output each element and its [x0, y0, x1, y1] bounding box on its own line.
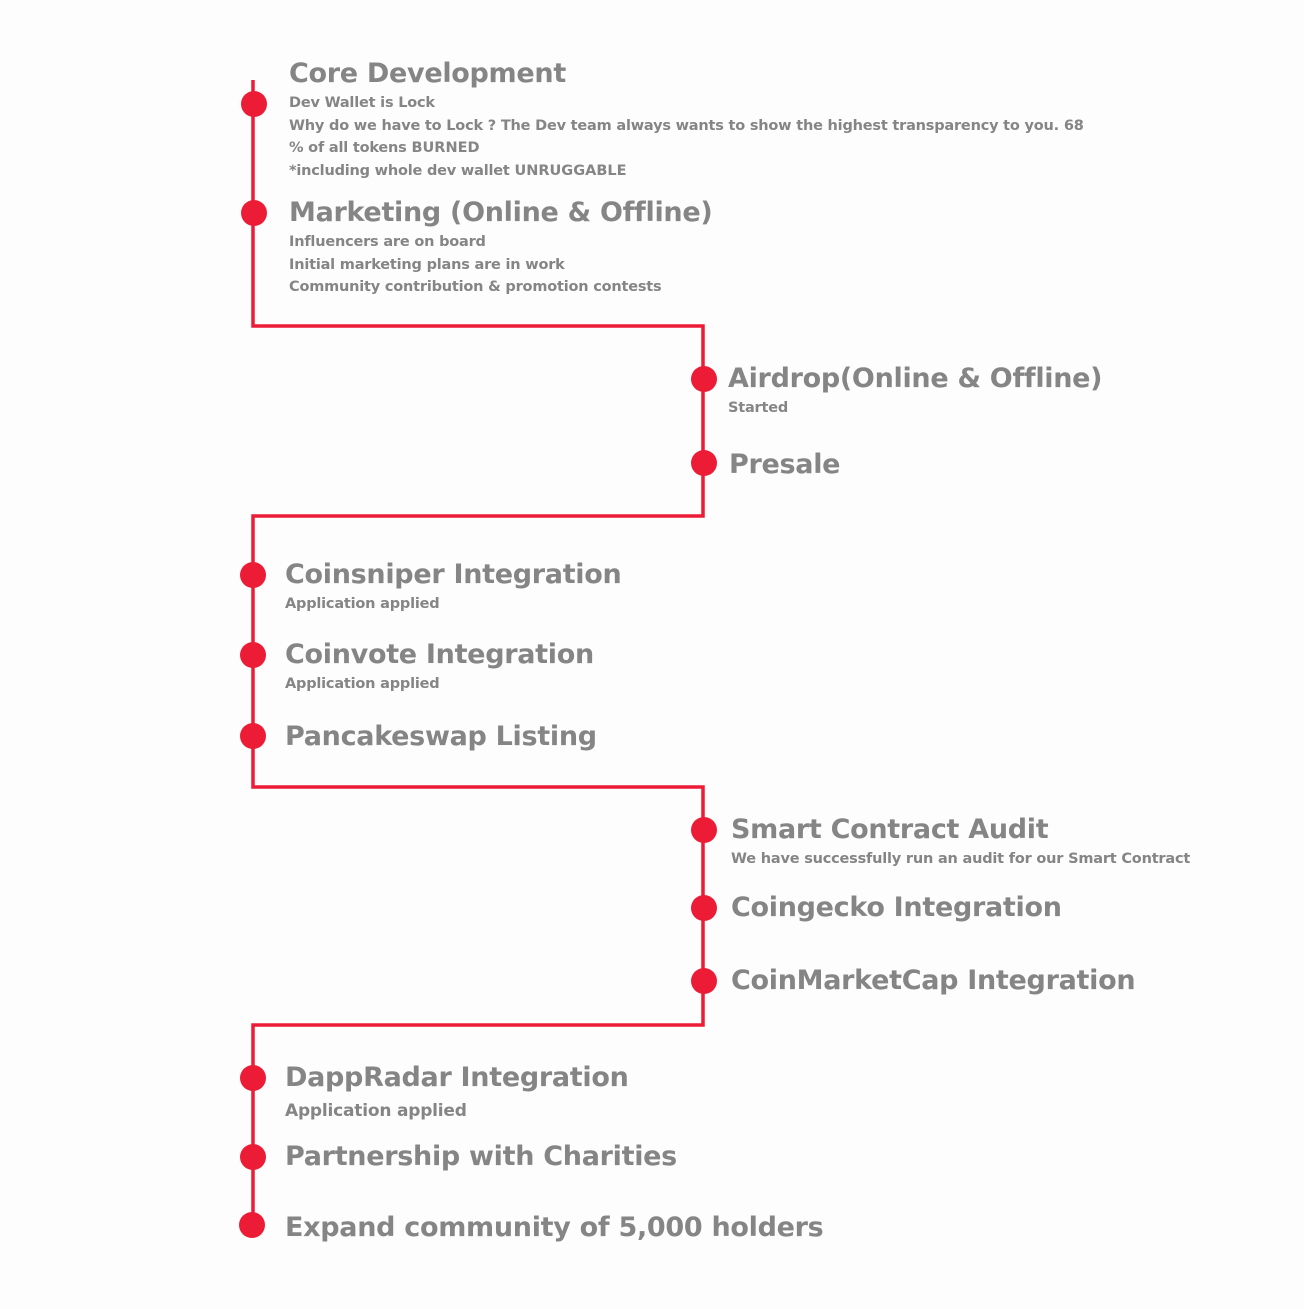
- milestone-details: Application applied: [285, 1100, 629, 1123]
- milestone-details: Influencers are on board Initial marketi…: [289, 231, 712, 299]
- milestone-details: Application applied: [285, 593, 621, 616]
- milestone-title: Coingecko Integration: [731, 892, 1062, 923]
- milestone-title: Partnership with Charities: [285, 1141, 677, 1172]
- milestone-core-development: Core Development Dev Wallet is Lock Why …: [289, 58, 1089, 182]
- milestone-dot-dappradar: [240, 1065, 266, 1091]
- milestone-detail: Community contribution & promotion conte…: [289, 279, 662, 295]
- milestone-detail: Why do we have to Lock ? The Dev team al…: [289, 115, 1089, 160]
- milestone-details: Started: [728, 397, 1102, 420]
- milestone-title: Coinsniper Integration: [285, 559, 622, 590]
- milestone-airdrop: Airdrop(Online & Offline) Started: [728, 363, 1103, 420]
- milestone-dot-coinsniper: [240, 562, 266, 588]
- milestone-dot-marketing: [241, 200, 267, 226]
- milestone-detail: Influencers are on board: [289, 234, 486, 250]
- milestone-title: Coinvote Integration: [285, 639, 594, 670]
- milestone-detail: Started: [728, 400, 789, 416]
- milestone-presale: Presale: [729, 449, 840, 481]
- milestone-detail-text: Why do we have to Lock ? The Dev team al…: [289, 117, 1084, 157]
- milestone-detail-emphasis: BURNED: [411, 140, 480, 156]
- milestone-title: DappRadar Integration: [285, 1062, 629, 1093]
- milestone-charities: Partnership with Charities: [285, 1141, 677, 1173]
- milestone-dot-pancakeswap: [240, 723, 266, 749]
- milestone-coinsniper: Coinsniper Integration Application appli…: [285, 559, 622, 616]
- milestone-title: Smart Contract Audit: [731, 814, 1049, 845]
- milestone-pancakeswap: Pancakeswap Listing: [285, 721, 597, 753]
- milestone-title: Airdrop(Online & Offline): [728, 363, 1103, 394]
- milestone-detail: Dev Wallet is Lock: [289, 95, 435, 111]
- milestone-smart-contract-audit: Smart Contract Audit We have successfull…: [731, 814, 1190, 871]
- milestone-dot-presale: [691, 450, 717, 476]
- milestone-dot-smart-contract-audit: [691, 817, 717, 843]
- milestone-title: Presale: [729, 449, 841, 480]
- milestone-dot-coinvote: [240, 642, 266, 668]
- milestone-title: Expand community of 5,000 holders: [285, 1212, 824, 1243]
- milestone-details: We have successfully run an audit for ou…: [731, 848, 1190, 871]
- milestone-detail: Application applied: [285, 1101, 467, 1121]
- milestone-title: Core Development: [289, 58, 566, 89]
- milestone-dot-coinmarketcap: [691, 968, 717, 994]
- milestone-detail-text: *including whole dev wallet: [289, 162, 515, 179]
- milestone-dot-airdrop: [691, 366, 717, 392]
- milestone-detail: We have successfully run an audit for ou…: [731, 851, 1191, 867]
- milestone-marketing: Marketing (Online & Offline) Influencers…: [289, 197, 713, 299]
- milestone-detail-emphasis: UNRUGGABLE: [514, 162, 627, 179]
- milestone-dappradar: DappRadar Integration Application applie…: [285, 1062, 629, 1123]
- milestone-dot-expand-community: [239, 1212, 265, 1238]
- milestone-details: Dev Wallet is Lock Why do we have to Loc…: [289, 92, 1089, 182]
- milestone-dot-charities: [240, 1144, 266, 1170]
- milestone-title: Pancakeswap Listing: [285, 721, 597, 752]
- milestone-dot-coingecko: [691, 895, 717, 921]
- milestone-coingecko: Coingecko Integration: [731, 892, 1062, 924]
- milestone-expand-community: Expand community of 5,000 holders: [285, 1212, 824, 1244]
- milestone-details: Application applied: [285, 673, 594, 696]
- milestone-coinmarketcap: CoinMarketCap Integration: [731, 965, 1136, 997]
- milestone-detail: Initial marketing plans are in work: [289, 256, 565, 273]
- milestone-detail: Application applied: [285, 676, 440, 692]
- milestone-title: CoinMarketCap Integration: [731, 965, 1136, 996]
- milestone-detail: Application applied: [285, 596, 440, 612]
- milestone-detail: *including whole dev wallet UNRUGGABLE: [289, 160, 1089, 183]
- milestone-coinvote: Coinvote Integration Application applied: [285, 639, 594, 696]
- milestone-title: Marketing (Online & Offline): [289, 197, 713, 228]
- milestone-dot-core-development: [241, 91, 267, 117]
